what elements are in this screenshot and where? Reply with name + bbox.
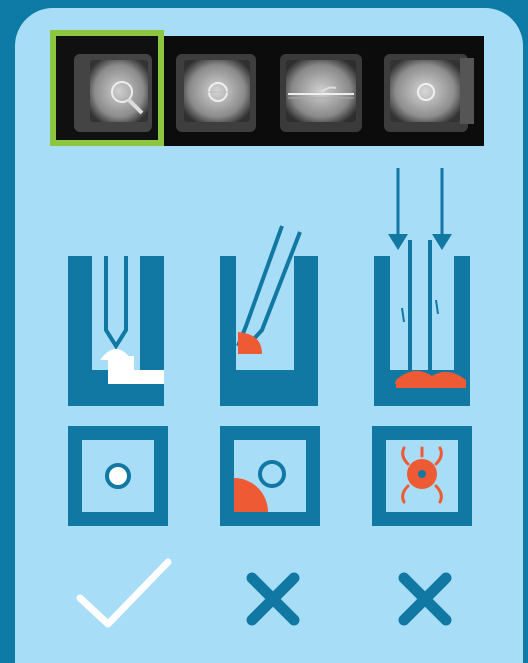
pressed-probe-top-view bbox=[372, 426, 472, 526]
clean-seal-top-view bbox=[68, 426, 168, 526]
pressure-arrows bbox=[388, 168, 452, 250]
cross-icon bbox=[404, 578, 446, 620]
tilted-probe-top-view bbox=[220, 426, 320, 526]
tilted-probe-side-view bbox=[220, 226, 318, 406]
clean-seal-side-view bbox=[68, 256, 164, 406]
checkmark-icon bbox=[80, 562, 168, 624]
pressed-probe-side-view bbox=[374, 240, 470, 406]
cross-icon bbox=[252, 578, 294, 620]
